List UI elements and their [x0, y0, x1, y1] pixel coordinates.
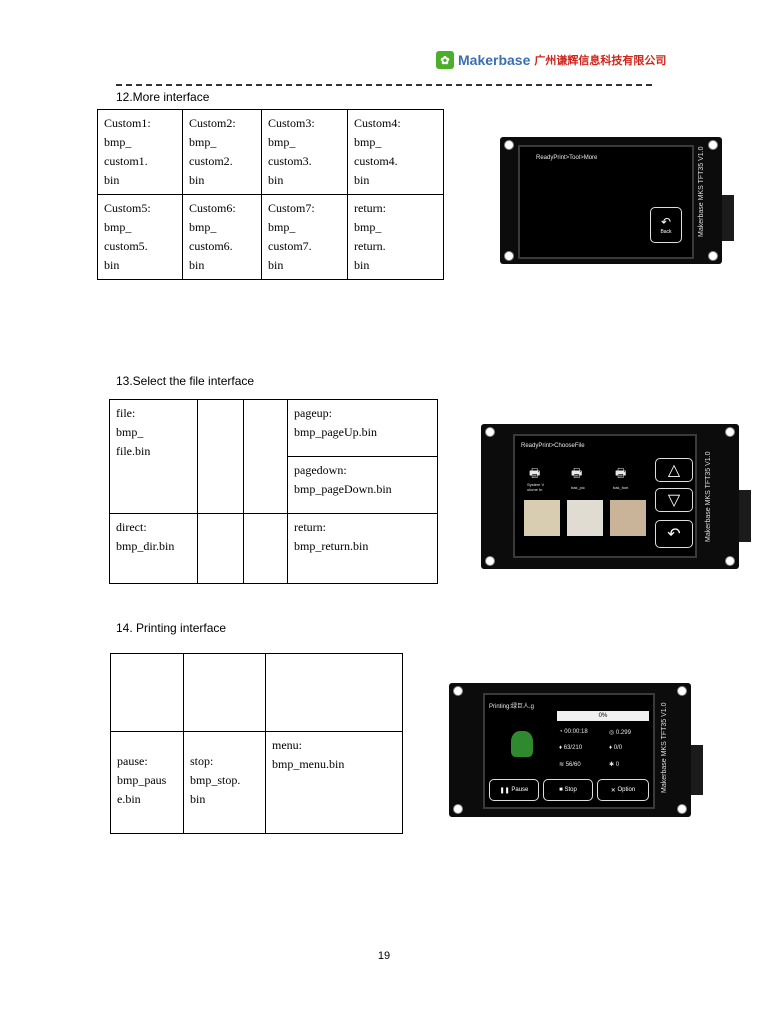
fan-value: 0/0: [613, 745, 623, 751]
board-model: MKS TFT35 V1.0: [661, 702, 668, 757]
board-label: Makerbase MKS TFT35 V1.0: [705, 451, 712, 542]
folder-icon: 🖶: [615, 466, 627, 480]
section-title-printing: 14. Printing interface: [116, 621, 227, 635]
table-cell: [243, 399, 288, 514]
logo-company: 广州谦辉信息科技有限公司: [534, 55, 667, 67]
nozzle-readout: ♦ 63/210: [559, 745, 583, 751]
board-brand: Makerbase: [705, 507, 712, 542]
table-cell: file: bmp_ file.bin: [109, 399, 198, 514]
back-label: Back: [660, 229, 672, 235]
table-cell: [265, 653, 403, 732]
folder-icon: 🖶: [571, 466, 583, 480]
printing-table: pause: bmp_paus e.bin stop: bmp_stop. bi…: [110, 653, 403, 834]
file-thumbnail[interactable]: [610, 500, 646, 536]
company-logo: ✿ Makerbase 广州谦辉信息科技有限公司: [436, 50, 666, 70]
board-model: MKS TFT35 V1.0: [698, 146, 705, 201]
nozzle-temp: 63/210: [563, 745, 583, 751]
file-thumbnail[interactable]: [567, 500, 603, 536]
page-down-button[interactable]: ▽: [655, 488, 693, 512]
z-readout: ◎ 0.299: [609, 730, 631, 736]
table-cell: return: bmp_ return. bin: [347, 194, 444, 280]
more-table: Custom1: bmp_ custom1. bin Custom2: bmp_…: [97, 109, 444, 280]
bed-readout: ≋ 56/60: [559, 762, 581, 768]
logo-brand: Makerbase: [458, 52, 531, 68]
screen-more-photo: ReadyPrint>Tool>More ↶ Back Makerbase MK…: [500, 137, 734, 264]
connector: [722, 195, 734, 241]
fan-readout: ♦ 0/0: [609, 745, 623, 751]
makerbase-logo-icon: ✿: [436, 51, 454, 69]
speed-readout: ✱ 0: [609, 762, 620, 768]
pause-label: Pause: [511, 787, 529, 793]
option-label: Option: [617, 787, 636, 793]
table-cell: stop: bmp_stop. bin: [183, 731, 266, 834]
lcd-path: ReadyPrint>ChooseFile: [521, 443, 585, 449]
stop-button[interactable]: ■ Stop: [543, 779, 593, 801]
board-model: MKS TFT35 V1.0: [705, 451, 712, 506]
table-cell: pagedown: bmp_pageDown.bin: [287, 456, 438, 514]
table-cell: Custom1: bmp_ custom1. bin: [97, 109, 183, 195]
lcd-display: Printing:绿巨人.g 0% ◔ 00:00:18 ◎ 0.299 ♦ 6…: [483, 693, 655, 809]
lcd-path: ReadyPrint>Tool>More: [536, 155, 598, 161]
return-button[interactable]: ↶: [655, 520, 693, 548]
board-brand: Makerbase: [661, 758, 668, 793]
table-cell: [197, 513, 244, 584]
table-cell: [183, 653, 266, 732]
lcd-display: ReadyPrint>Tool>More ↶ Back: [518, 145, 694, 259]
pause-icon: ❚❚: [499, 787, 510, 794]
section-title-file: 13.Select the file interface: [116, 374, 255, 388]
section-title-more: 12.More interface: [116, 90, 210, 104]
progress-bar: 0%: [557, 711, 649, 721]
table-cell: pageup: bmp_pageUp.bin: [287, 399, 438, 457]
board-brand: Makerbase: [698, 202, 705, 237]
stop-icon: ■: [559, 787, 563, 793]
screen-file-photo: ReadyPrint>ChooseFile 🖶 🖶 🖶 System V olu…: [481, 424, 751, 569]
connector: [739, 490, 751, 542]
table-cell: [243, 513, 288, 584]
model-preview: [511, 731, 533, 757]
table-cell: Custom6: bmp_ custom6. bin: [182, 194, 262, 280]
screen-printing-photo: Printing:绿巨人.g 0% ◔ 00:00:18 ◎ 0.299 ♦ 6…: [449, 683, 703, 817]
header-divider: [116, 84, 652, 86]
file-item[interactable]: System V olume In: [527, 482, 545, 492]
back-button[interactable]: ↶ Back: [650, 207, 682, 243]
z-height: 0.299: [615, 730, 631, 736]
table-cell: menu: bmp_menu.bin: [265, 731, 403, 834]
page-number: 19: [377, 950, 391, 962]
speed-value: 0: [615, 762, 620, 768]
file-item[interactable]: bak_font: [613, 485, 629, 490]
bed-temp: 56/60: [565, 762, 581, 768]
table-cell: direct: bmp_dir.bin: [109, 513, 198, 584]
connector: [691, 745, 703, 795]
table-cell: [197, 399, 244, 514]
file-table: file: bmp_ file.bin pageup: bmp_pageUp.b…: [109, 399, 438, 584]
lcd-display: ReadyPrint>ChooseFile 🖶 🖶 🖶 System V olu…: [513, 434, 697, 558]
table-cell: Custom3: bmp_ custom3. bin: [261, 109, 348, 195]
triangle-down-icon: ▽: [667, 492, 681, 509]
file-thumbnail[interactable]: [524, 500, 560, 536]
table-cell: Custom7: bmp_ custom7. bin: [261, 194, 348, 280]
folder-icon: 🖶: [529, 466, 541, 480]
triangle-up-icon: △: [667, 462, 681, 479]
lcd-path: Printing:绿巨人.g: [489, 704, 535, 710]
stop-label: Stop: [564, 787, 577, 793]
option-button[interactable]: ✕ Option: [597, 779, 649, 801]
back-arrow-icon: ↶: [660, 215, 672, 229]
print-time: 00:00:18: [564, 729, 588, 735]
table-cell: Custom4: bmp_ custom4. bin: [347, 109, 444, 195]
table-cell: pause: bmp_paus e.bin: [110, 731, 184, 834]
pause-button[interactable]: ❚❚ Pause: [489, 779, 539, 801]
table-cell: return: bmp_return.bin: [287, 513, 438, 584]
wrench-icon: ✕: [610, 787, 616, 794]
time-readout: ◔ 00:00:18: [559, 729, 588, 735]
table-cell: [110, 653, 184, 732]
file-item[interactable]: bak_pic: [571, 485, 585, 490]
table-cell: Custom2: bmp_ custom2. bin: [182, 109, 262, 195]
board-label: Makerbase MKS TFT35 V1.0: [698, 146, 705, 237]
page-up-button[interactable]: △: [655, 458, 693, 482]
table-cell: Custom5: bmp_ custom5. bin: [97, 194, 183, 280]
back-arrow-icon: ↶: [667, 526, 681, 543]
board-label: Makerbase MKS TFT35 V1.0: [661, 702, 668, 793]
